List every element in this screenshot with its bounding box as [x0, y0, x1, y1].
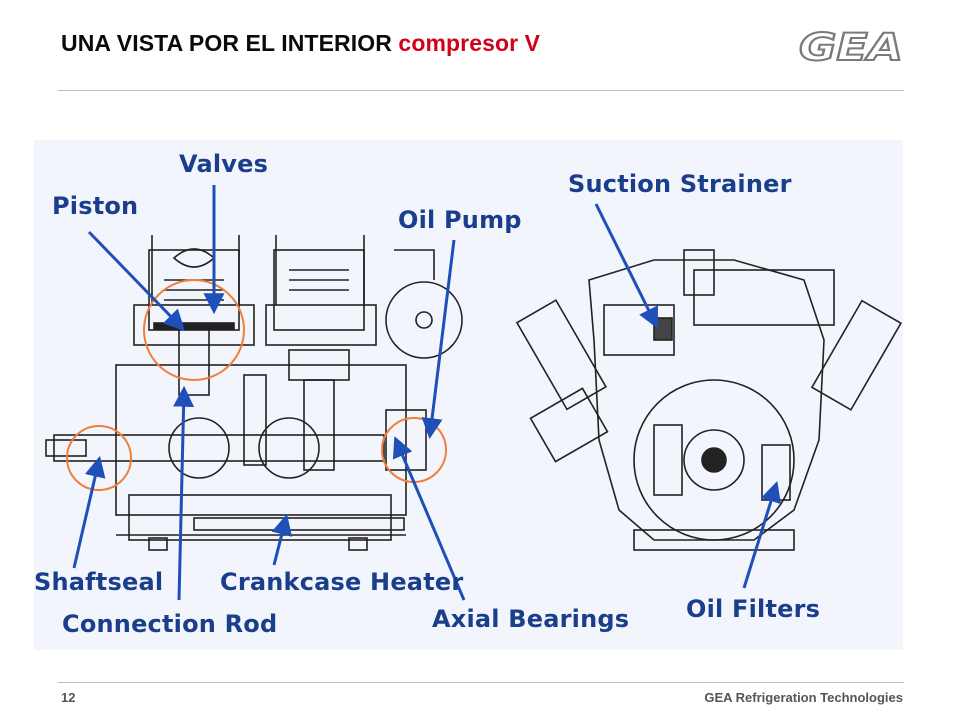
- header-divider: [58, 90, 904, 91]
- arrow-oil-pump: [421, 239, 456, 440]
- label-oil-pump: Oil Pump: [398, 206, 522, 234]
- highlight-circles: [66, 279, 447, 491]
- label-oil-filters: Oil Filters: [686, 595, 821, 623]
- piston-highlight: [143, 279, 245, 381]
- label-axial-bearings: Axial Bearings: [432, 605, 630, 633]
- title-accent: compresor V: [398, 30, 541, 56]
- footer-brand: GEA Refrigeration Technologies: [704, 690, 903, 705]
- label-suction-strainer: Suction Strainer: [568, 170, 792, 198]
- side-section-view: [45, 235, 463, 551]
- footer-divider: [58, 682, 904, 683]
- slide-title: UNA VISTA POR EL INTERIOR compresor V: [61, 30, 540, 57]
- page-number: 12: [61, 690, 76, 705]
- oil-pump-highlight: [381, 417, 447, 483]
- label-valves: Valves: [179, 150, 269, 178]
- arrow-oil-filters: [742, 480, 782, 589]
- label-piston: Piston: [52, 192, 139, 220]
- compressor-drawing: [45, 185, 903, 601]
- gea-logo: GEA: [799, 28, 903, 66]
- compressor-diagram: Valves Piston Oil Pump Suction Strainer …: [34, 140, 903, 650]
- label-crankcase-heater: Crankcase Heater: [220, 568, 464, 596]
- arrow-axial-bearings: [392, 436, 466, 601]
- arrow-shaftseal: [72, 455, 106, 569]
- arrow-piston: [87, 230, 185, 332]
- title-main: UNA VISTA POR EL INTERIOR: [61, 30, 392, 56]
- arrow-suction-strainer: [594, 203, 658, 329]
- arrow-connection-rod: [173, 385, 195, 601]
- shaftseal-highlight: [66, 425, 132, 491]
- callout-arrows: [72, 185, 782, 601]
- label-shaftseal: Shaftseal: [34, 568, 164, 596]
- front-view: [515, 249, 903, 551]
- arrow-crankcase-heater: [271, 513, 293, 566]
- label-connection-rod: Connection Rod: [62, 610, 278, 638]
- gea-logo-text: GEA: [799, 28, 903, 66]
